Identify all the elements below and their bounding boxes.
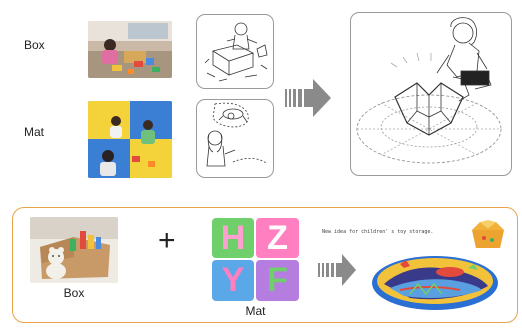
mat-tile-3: Y [212,260,254,301]
mat-play-photo [88,101,172,178]
box-play-photo [88,21,172,78]
folded-box-photo [468,218,508,252]
plus-symbol: + [158,224,176,257]
product-tagline: New idea for children' s toy storage. [322,229,434,235]
box-sketch-panel [196,14,274,89]
round-mat-photo [370,250,500,312]
mat-caption: Mat [245,304,266,318]
box-caption: Box [63,286,85,300]
product-box-photo [30,217,118,283]
mat-sketch-panel [196,99,274,178]
product-arrow-icon [318,254,356,286]
product-mat-photo: H Z Y F [212,218,299,301]
result-arrow-icon [285,79,331,117]
row-label-mat: Mat [24,125,45,139]
mat-tile-1: H [212,218,254,258]
concept-sketch-panel [350,12,512,176]
mat-tile-4: F [256,260,299,301]
row-label-box: Box [24,38,45,52]
mat-tile-2: Z [256,218,299,258]
